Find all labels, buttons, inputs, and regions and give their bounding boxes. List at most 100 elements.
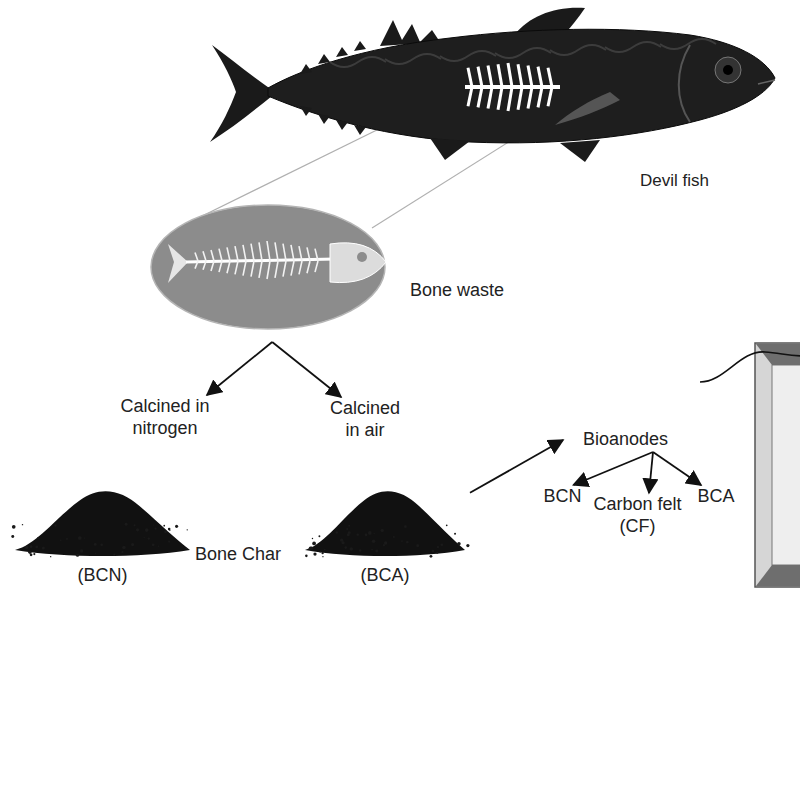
powder-speck xyxy=(22,524,23,525)
powder-speck xyxy=(153,524,154,525)
skeleton-rib xyxy=(275,242,278,261)
powder-speck xyxy=(121,551,123,553)
skeleton-rib xyxy=(203,251,206,261)
powder-speck xyxy=(152,544,155,547)
step-label: BCN xyxy=(535,485,590,507)
step-node: Calcined in air xyxy=(325,397,405,443)
powder-speck xyxy=(406,541,408,543)
powder-speck xyxy=(431,550,434,553)
powder-speck xyxy=(346,528,348,530)
skeleton-rib xyxy=(243,245,246,261)
fish-finlet xyxy=(318,114,330,124)
powder-speck xyxy=(37,537,39,539)
powder-speck xyxy=(437,546,439,548)
powder-speck xyxy=(30,545,33,548)
flow-arrow xyxy=(470,440,563,493)
powder-speck xyxy=(380,529,383,532)
powder-speck xyxy=(372,539,376,543)
fish-stripe xyxy=(440,51,496,61)
pile-shape xyxy=(10,462,195,560)
fish-rib xyxy=(468,87,472,106)
fish-mouth xyxy=(758,80,775,84)
skeleton-rib xyxy=(291,261,294,276)
powder-speck xyxy=(340,539,343,542)
fish-finlet xyxy=(354,125,366,135)
powder-speck xyxy=(175,525,178,528)
powder-speck xyxy=(95,553,96,554)
powder-speck xyxy=(384,541,388,545)
step-label: Bioanodes xyxy=(563,428,688,450)
powder-speck xyxy=(344,546,347,549)
fish-finlet xyxy=(300,106,312,116)
powder-speck xyxy=(100,543,102,545)
step-label: Calcined in nitrogen xyxy=(95,395,235,439)
reactor-corner xyxy=(756,344,800,365)
powder-speck xyxy=(357,533,359,535)
step-node: Carbon felt (CF) xyxy=(580,493,695,539)
fish-stripe xyxy=(550,45,606,55)
fish-rib xyxy=(498,87,502,110)
step-node: BCA xyxy=(686,485,746,507)
fish-rib xyxy=(548,68,552,87)
step-label: BCA xyxy=(686,485,746,507)
powder-speck xyxy=(29,551,31,553)
fish-finlet xyxy=(318,54,330,64)
powder-speck xyxy=(313,552,316,555)
powder-speck xyxy=(122,546,126,550)
skeleton-rib xyxy=(227,261,230,273)
powder-speck xyxy=(94,543,97,546)
reactor-chamber xyxy=(772,365,800,565)
powder-speck xyxy=(393,536,395,538)
powder-speck xyxy=(375,550,378,553)
fish-finlet xyxy=(336,47,348,57)
skeleton-rib xyxy=(267,261,270,279)
powder-speck xyxy=(186,548,188,550)
node-label: Devil fish xyxy=(640,170,709,192)
pile-node: (BCA) xyxy=(300,462,470,602)
step-node: Bioanodes xyxy=(563,428,688,452)
pile-shape xyxy=(300,462,470,560)
skeleton-rib xyxy=(259,261,262,278)
fish-illustration xyxy=(210,8,775,162)
powder-speck xyxy=(430,555,433,558)
powder-speck xyxy=(309,546,312,549)
powder-speck xyxy=(368,531,372,535)
skeleton-rib xyxy=(315,249,318,261)
skeleton-eye xyxy=(357,252,367,262)
skeleton-rib xyxy=(259,242,262,261)
step-label: Carbon felt (CF) xyxy=(580,493,695,537)
skeleton-rib xyxy=(219,249,222,261)
powder-speck xyxy=(168,528,171,531)
powder-speck xyxy=(113,554,115,556)
powder-speck xyxy=(131,543,134,546)
flow-arrow xyxy=(574,452,654,485)
powder-speck xyxy=(158,546,159,547)
powder-speck xyxy=(11,535,14,538)
fish-eye xyxy=(715,57,741,83)
powder-speck xyxy=(322,556,323,557)
skeleton-head xyxy=(330,243,386,283)
skeleton-rib xyxy=(251,261,254,277)
skeleton-tail xyxy=(168,244,188,283)
powder-speck xyxy=(436,552,438,554)
skeleton-rib xyxy=(203,261,206,270)
fish-rib xyxy=(508,87,512,111)
powder-speck xyxy=(324,549,326,551)
powder-speck xyxy=(25,546,28,549)
fish-finlet xyxy=(354,41,366,51)
fish-rib xyxy=(528,65,532,87)
powder-speck xyxy=(144,537,145,538)
bone-oval xyxy=(151,205,385,329)
powder-speck xyxy=(125,523,128,526)
fish-stripe xyxy=(385,54,441,64)
skeleton-rib xyxy=(235,246,238,261)
fish-rib xyxy=(548,87,552,106)
fish-rib xyxy=(468,68,472,87)
fish-stripe xyxy=(330,57,386,67)
skeleton-rib xyxy=(219,261,222,272)
fish-fin xyxy=(560,140,600,162)
powder-speck xyxy=(347,533,350,536)
bone-waste-illustration xyxy=(151,205,386,329)
fish-rib xyxy=(528,87,532,109)
